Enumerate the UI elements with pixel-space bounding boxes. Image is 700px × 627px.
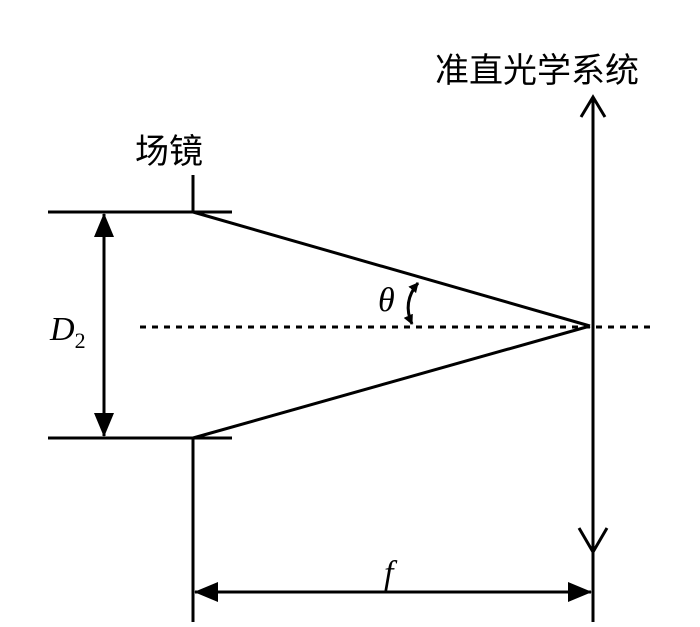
- collimator-lens: [577, 94, 609, 622]
- focal-length-label: f: [384, 555, 398, 592]
- diameter-label: D2: [49, 311, 86, 353]
- lens-bottom-arrowhead: [577, 527, 609, 555]
- collimator-label: 准直光学系统: [435, 51, 639, 91]
- diameter-symbol: D: [49, 311, 75, 348]
- field-lens-label: 场镜: [135, 132, 203, 172]
- angle-label: θ: [378, 282, 395, 319]
- upper-ray: [192, 210, 591, 328]
- lens-top-arrowhead: [579, 94, 607, 118]
- diameter-subscript: 2: [75, 328, 86, 353]
- lower-ray: [192, 324, 591, 440]
- angle-arc: [403, 282, 420, 325]
